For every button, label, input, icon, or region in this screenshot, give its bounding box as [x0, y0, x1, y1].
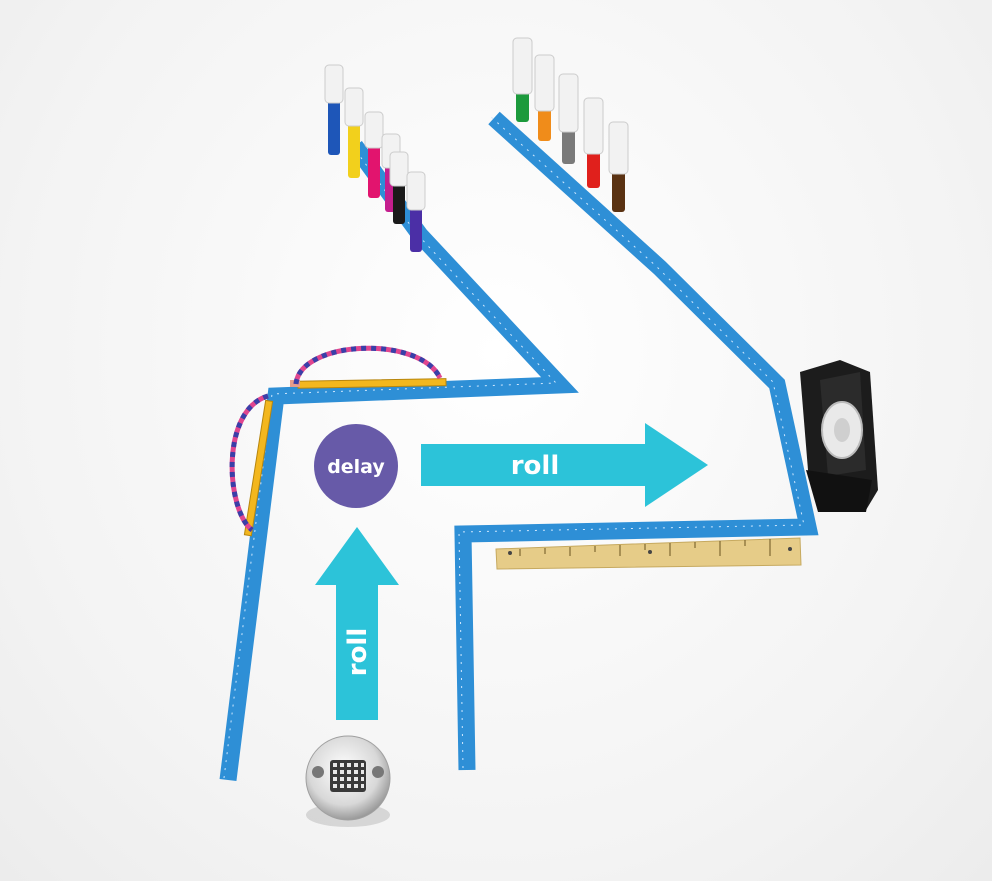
sphero-bolt-robot — [305, 735, 391, 827]
roll-arrow-right: roll — [421, 423, 708, 507]
marker-pink — [364, 111, 384, 198]
markers-left — [324, 64, 426, 252]
markers-right — [512, 37, 629, 212]
tape-dispenser — [800, 360, 878, 512]
marker-gray — [558, 73, 579, 164]
yarn-left — [229, 393, 269, 532]
marker-black — [389, 151, 409, 224]
pencil-left — [243, 399, 274, 537]
pencil-gates — [229, 345, 447, 537]
marker-green — [512, 37, 533, 122]
marker-yellow — [344, 87, 364, 178]
marker-purple — [406, 171, 426, 252]
wooden-ruler — [495, 537, 802, 570]
tape-right-wall — [454, 111, 819, 771]
marker-orange — [534, 54, 555, 141]
marker-red — [583, 97, 604, 188]
delay-block: delay — [314, 424, 398, 508]
delay-label: delay — [327, 456, 385, 478]
marker-blue — [324, 64, 344, 155]
roll-label-horizontal: roll — [511, 451, 560, 481]
roll-arrow-up: roll — [315, 527, 399, 720]
roll-label-vertical: roll — [343, 628, 373, 677]
marker-brown — [608, 121, 629, 212]
yarn-top — [293, 345, 443, 385]
